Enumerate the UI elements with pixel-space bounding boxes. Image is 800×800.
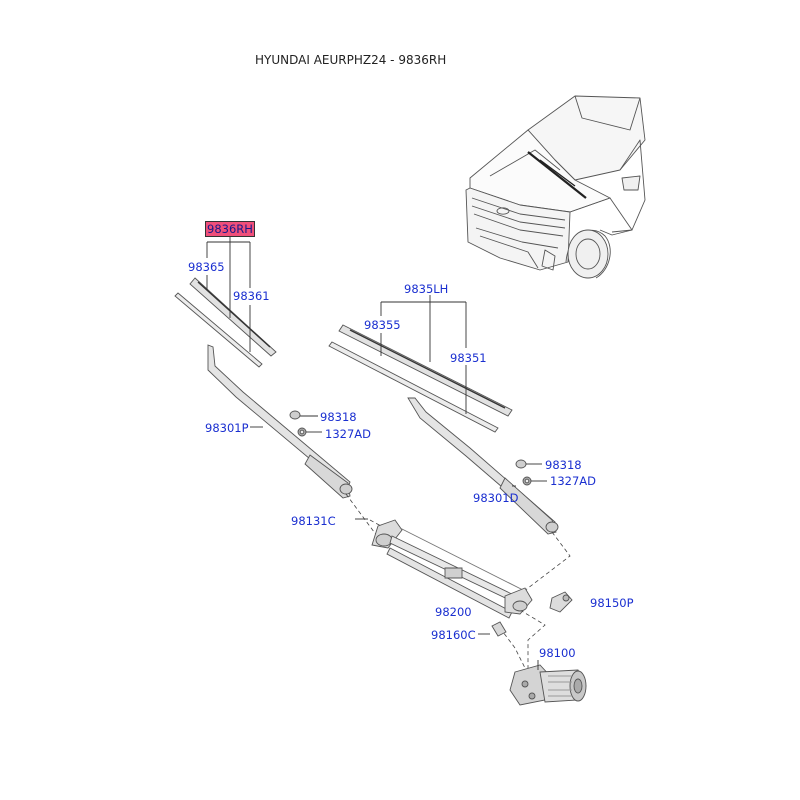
leader-9836rh (206, 236, 251, 352)
part-label-98301p[interactable]: 98301P (205, 421, 249, 435)
blade-lh (328, 324, 513, 433)
part-label-98351[interactable]: 98351 (450, 351, 487, 365)
part-label-98318-left[interactable]: 98318 (545, 458, 582, 472)
part-label-98100[interactable]: 98100 (539, 646, 576, 660)
caps-and-nuts (289, 410, 547, 486)
part-label-9836rh[interactable]: 9836RH (205, 221, 255, 237)
arm-98301d (407, 397, 559, 535)
part-label-98361[interactable]: 98361 (233, 289, 270, 303)
motor-98100 (509, 664, 587, 706)
part-label-9835lh[interactable]: 9835LH (404, 282, 449, 296)
linkage-98200 (371, 519, 533, 619)
part-label-98200[interactable]: 98200 (435, 605, 472, 619)
bracket-98150p (549, 591, 573, 613)
part-label-98150p[interactable]: 98150P (590, 596, 634, 610)
part-label-98318-right[interactable]: 98318 (320, 410, 357, 424)
blade-rh (174, 277, 277, 368)
part-label-1327ad-left[interactable]: 1327AD (550, 474, 596, 488)
part-label-98355[interactable]: 98355 (364, 318, 401, 332)
arm-98301p (207, 344, 353, 499)
page-title: HYUNDAI AEURPHZ24 - 9836RH (255, 53, 447, 67)
part-label-98301d[interactable]: 98301D (473, 491, 519, 505)
car-illustration (465, 95, 646, 279)
dashed-guides (345, 493, 571, 669)
part-label-98365[interactable]: 98365 (188, 260, 225, 274)
part-label-98160c[interactable]: 98160C (431, 628, 476, 642)
part-label-98131c[interactable]: 98131C (291, 514, 336, 528)
part-label-1327ad-right[interactable]: 1327AD (325, 427, 371, 441)
clip-98160c (491, 621, 507, 637)
leader-9835lh (380, 295, 467, 414)
